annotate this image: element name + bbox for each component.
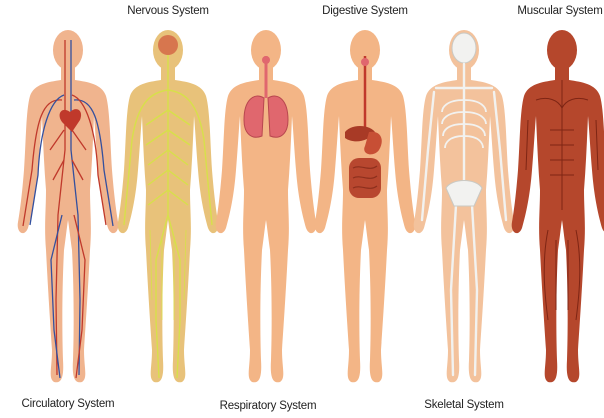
- brain-icon: [158, 35, 178, 55]
- muscular-system-figure: [512, 30, 604, 382]
- circulatory-system-figure: [18, 30, 119, 382]
- label-respiratory-system: Respiratory System: [220, 400, 317, 412]
- digestive-system-figure: [315, 30, 416, 382]
- label-nervous-system: Nervous System: [127, 5, 209, 17]
- skeletal-system-figure: [414, 30, 515, 382]
- skull-icon: [452, 33, 476, 63]
- label-skeletal-system: Skeletal System: [424, 399, 503, 411]
- nervous-system-figure: [118, 30, 219, 382]
- respiratory-system-figure: [216, 30, 317, 382]
- label-digestive-system: Digestive System: [322, 5, 408, 17]
- label-muscular-system: Muscular System: [517, 5, 602, 17]
- label-circulatory-system: Circulatory System: [22, 398, 115, 410]
